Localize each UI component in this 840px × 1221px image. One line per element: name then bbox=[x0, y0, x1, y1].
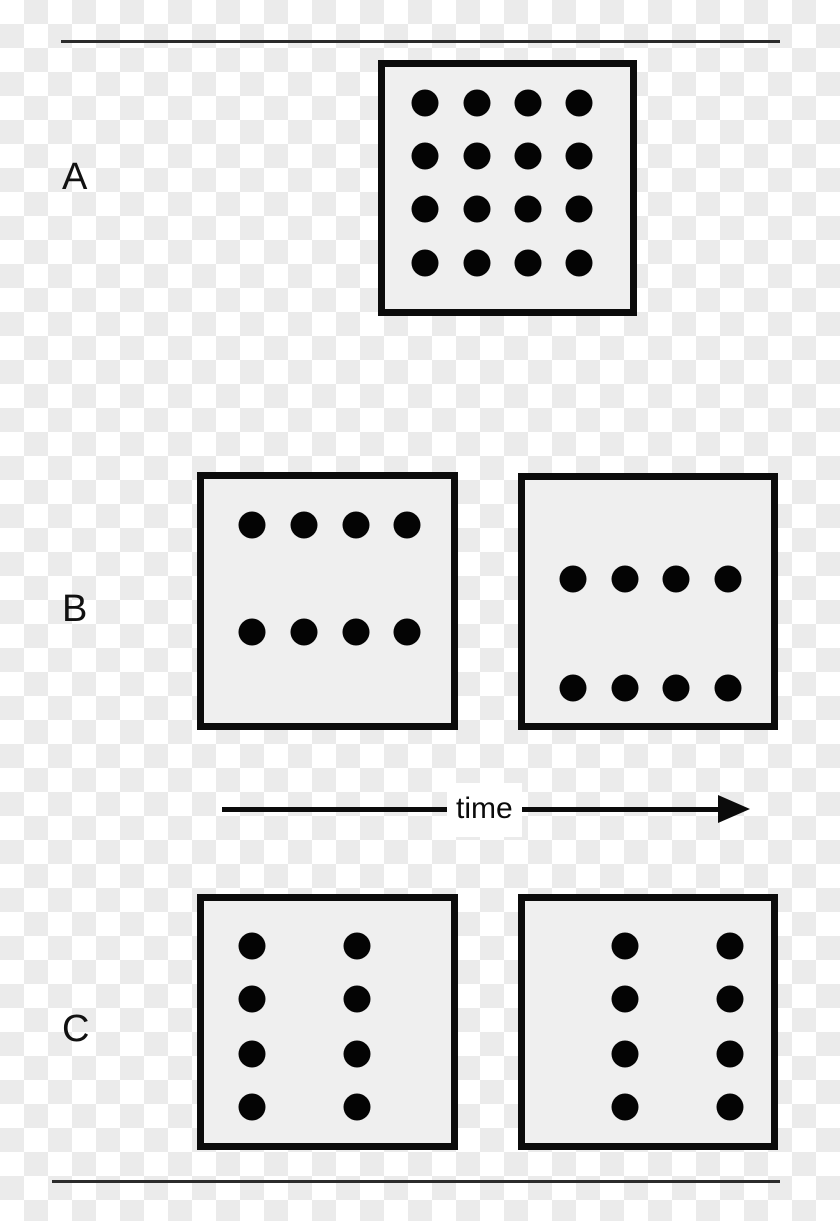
dot bbox=[238, 618, 266, 646]
panel-a-box bbox=[378, 60, 637, 316]
dot bbox=[662, 565, 690, 593]
dot bbox=[611, 932, 639, 960]
dot bbox=[393, 618, 421, 646]
dot bbox=[514, 142, 542, 170]
dot bbox=[716, 1093, 744, 1121]
dot bbox=[611, 1093, 639, 1121]
dot bbox=[559, 674, 587, 702]
dot bbox=[343, 985, 371, 1013]
dot bbox=[716, 985, 744, 1013]
dot bbox=[411, 249, 439, 277]
dot bbox=[611, 674, 639, 702]
dot bbox=[565, 142, 593, 170]
panel-c-box-left bbox=[197, 894, 458, 1150]
dot bbox=[343, 932, 371, 960]
dot bbox=[716, 1040, 744, 1068]
dot bbox=[411, 195, 439, 223]
dot bbox=[463, 142, 491, 170]
dot bbox=[514, 89, 542, 117]
dot bbox=[238, 1040, 266, 1068]
time-axis-label: time bbox=[447, 783, 522, 837]
panel-c-box-right bbox=[518, 894, 778, 1150]
dot bbox=[514, 249, 542, 277]
dot bbox=[714, 674, 742, 702]
dot bbox=[611, 985, 639, 1013]
top-divider-rule bbox=[61, 40, 780, 43]
dot bbox=[411, 89, 439, 117]
dot bbox=[565, 89, 593, 117]
dot bbox=[393, 511, 421, 539]
dot bbox=[290, 511, 318, 539]
dot bbox=[559, 565, 587, 593]
dot bbox=[343, 1040, 371, 1068]
dot bbox=[565, 249, 593, 277]
dot bbox=[463, 249, 491, 277]
dot bbox=[714, 565, 742, 593]
dot bbox=[342, 618, 370, 646]
dot bbox=[514, 195, 542, 223]
dot bbox=[411, 142, 439, 170]
time-arrow-icon bbox=[718, 795, 750, 823]
dot bbox=[463, 195, 491, 223]
dot bbox=[611, 565, 639, 593]
dot bbox=[716, 932, 744, 960]
panel-b-box-left bbox=[197, 472, 458, 730]
dot bbox=[463, 89, 491, 117]
dot bbox=[342, 511, 370, 539]
dot bbox=[238, 1093, 266, 1121]
dot bbox=[238, 932, 266, 960]
dot bbox=[290, 618, 318, 646]
dot bbox=[238, 985, 266, 1013]
bottom-divider-rule bbox=[52, 1180, 780, 1183]
dot bbox=[662, 674, 690, 702]
dot bbox=[238, 511, 266, 539]
panel-label-a: A bbox=[62, 156, 88, 198]
panel-label-b: B bbox=[62, 588, 88, 630]
dot bbox=[343, 1093, 371, 1121]
dot bbox=[611, 1040, 639, 1068]
panel-b-box-right bbox=[518, 473, 778, 730]
panel-label-c: C bbox=[62, 1008, 90, 1050]
dot bbox=[565, 195, 593, 223]
